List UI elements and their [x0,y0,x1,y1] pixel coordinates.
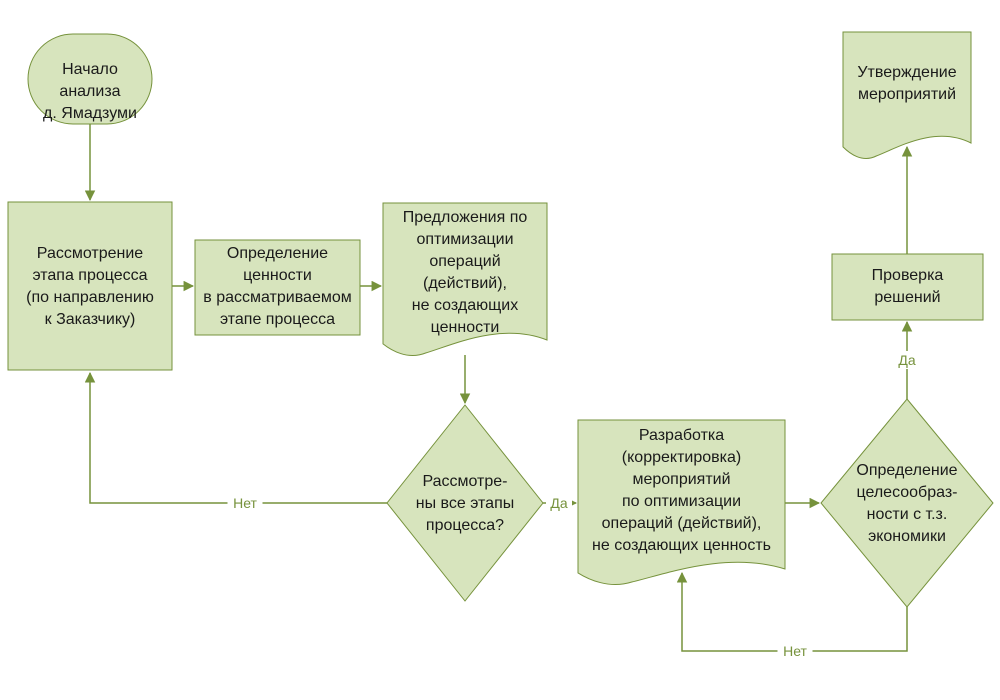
node-text-line: Начало [62,61,118,78]
node-text-line: Проверка [872,267,944,284]
node-text-line: Утверждение [857,64,956,81]
process-box [831,253,984,321]
node-text-line: Рассмотрение [37,245,143,262]
node-text-line: Рассмотре- [422,473,507,490]
document-shape [842,31,972,160]
node-review-stage: Рассмотрение этапа процесса (по направлени… [7,201,173,371]
node-text-line: экономики [868,528,946,545]
node-text-line: не создающих ценность [592,537,771,554]
edge-label-bg [894,351,920,369]
node-text-line: не создающих [412,297,518,314]
node-feasibility: Определение целесообраз-ности с т.з. эконо… [820,398,994,608]
node-text-line: Предложения по [403,209,528,226]
edge-label-bg [227,494,263,512]
decision-diamond [386,404,544,602]
process-box [7,201,173,371]
node-text-line: в рассматриваемом [203,289,351,306]
edge-label: Нет [233,495,257,511]
terminator-shape [27,33,153,125]
node-start: Начало анализа д. Ямадзуми [27,33,153,125]
node-text-line: к Заказчику) [45,311,136,328]
node-text-line: (корректировка) [622,449,741,466]
node-text-line: ности с т.з. [867,506,948,523]
node-develop: Разработка (корректировка) мероприятий по о… [577,419,786,586]
edge-label: Да [898,352,915,368]
connector-all-stages-to-review-stage [84,371,387,504]
node-text-line: (по направлению [26,289,154,306]
node-text-line: процесса? [426,517,504,534]
node-text-line: операций [429,253,500,270]
node-text-line: операций (действий), [602,515,762,532]
document-shape [577,419,786,586]
node-text-line: (действий), [423,275,507,292]
node-text-line: ценности [431,319,500,336]
node-text-line: Определение [856,462,957,479]
node-text-line: этапа процесса [32,267,147,284]
node-text-line: д. Ямадзуми [43,105,137,122]
node-text-line: решений [874,289,940,306]
node-text-line: Определение [227,245,328,262]
process-box [194,239,361,336]
node-text-line: ценности [243,267,312,284]
node-text-line: этапе процесса [220,311,335,328]
edge-label: Нет [783,643,807,659]
node-define-value: Определение ценности в рассматриваемом этап… [194,239,361,336]
node-text-line: целесообраз- [856,484,957,501]
node-proposals: Предложения по оптимизации операций (действ… [382,202,548,357]
node-check: Проверка решений [831,253,984,321]
connector-feasibility-to-develop [676,571,908,652]
node-text-line: ны все этапы [416,495,514,512]
node-text-line: анализа [59,83,120,100]
node-text-line: оптимизации [416,231,513,248]
node-approve: Утверждение мероприятий [842,31,972,160]
node-text-line: Разработка [639,427,724,444]
document-shape [382,202,548,357]
edge-label: Да [550,495,567,511]
node-text-line: мероприятий [632,471,730,488]
decision-diamond [820,398,994,608]
node-text-line: мероприятий [858,86,956,103]
edge-label-bg [546,494,572,512]
edge-label-bg [777,642,813,660]
node-all-stages: Рассмотре-ны все этапы процесса? [386,404,544,602]
node-text-line: по оптимизации [622,493,741,510]
